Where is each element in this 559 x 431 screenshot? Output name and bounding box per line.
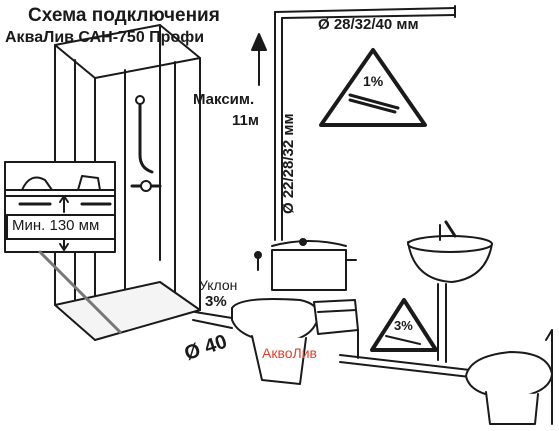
diagram-title: Схема подключения	[28, 5, 220, 26]
sink	[407, 220, 493, 363]
max-height-label: Максим.	[193, 91, 255, 108]
brand-watermark: АквоЛив	[262, 345, 317, 361]
sign-top-percent: 1%	[363, 73, 384, 89]
max-height-value: 11м	[232, 112, 259, 129]
slope-label: Уклон	[199, 277, 238, 293]
toilet-right	[465, 329, 553, 425]
shower-cabin	[54, 24, 201, 341]
min-height-box	[6, 214, 116, 240]
toilet-left	[231, 238, 357, 385]
riser-pipe	[274, 5, 456, 241]
slope-value: 3%	[205, 293, 227, 310]
top-pipe-diameter: Ø 28/32/40 мм	[318, 16, 419, 33]
slope-sign-top	[319, 48, 427, 127]
product-title: АкваЛив САН-750 Профи	[5, 29, 205, 46]
vertical-pipe-diameter: Ø 22/28/32 мм	[280, 113, 297, 214]
pump-unit	[313, 299, 359, 335]
sign-bottom-percent: 3%	[394, 318, 413, 333]
min-height-label: Мин. 130 мм	[12, 217, 100, 234]
max-height-arrow	[251, 33, 267, 86]
drain-pipe	[192, 311, 471, 378]
slope-sign-bottom	[370, 298, 438, 352]
